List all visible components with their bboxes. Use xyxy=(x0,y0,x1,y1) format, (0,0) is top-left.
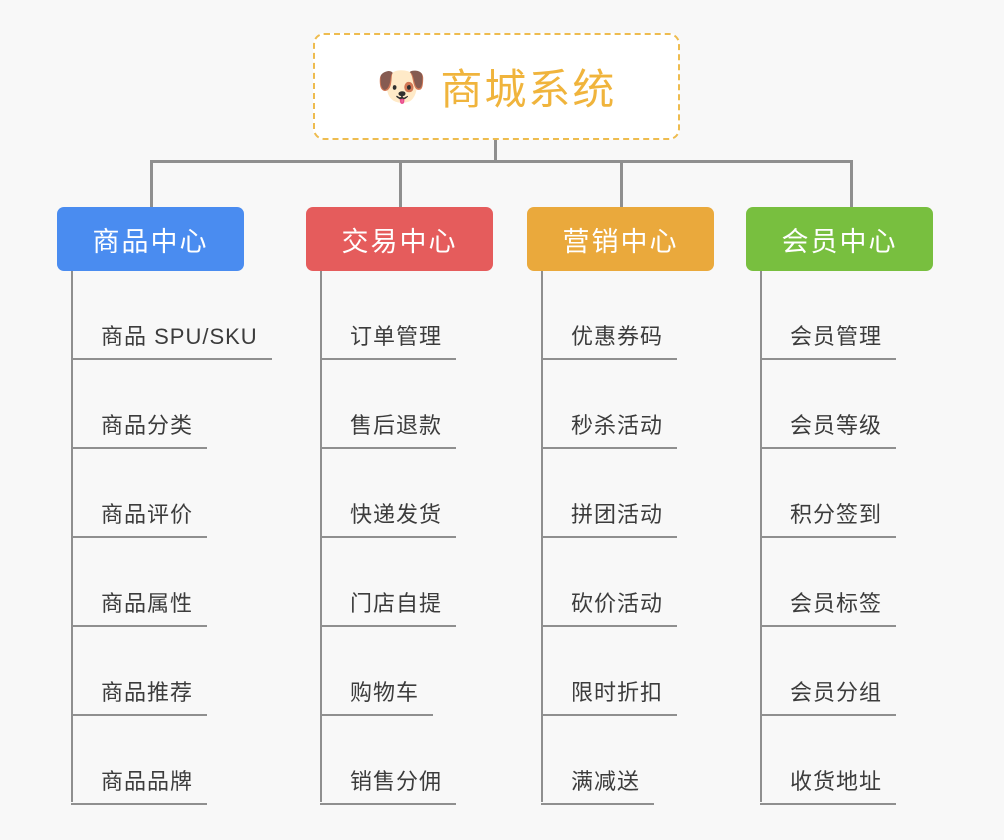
leaf-item[interactable]: 优惠券码 xyxy=(541,271,678,360)
root-title: 商城系统 xyxy=(440,66,617,113)
leaf-underline: 商品属性 xyxy=(71,586,208,627)
leaf-underline: 收货地址 xyxy=(760,764,897,805)
root-stem-line xyxy=(494,140,497,162)
leaf-label: 订单管理 xyxy=(350,324,443,349)
leaf-item[interactable]: 购物车 xyxy=(320,627,434,716)
leaf-label: 会员等级 xyxy=(790,413,883,438)
leaf-underline: 订单管理 xyxy=(320,319,457,360)
leaf-label: 拼团活动 xyxy=(571,502,664,527)
leaf-item[interactable]: 拼团活动 xyxy=(541,449,678,538)
category-label: 会员中心 xyxy=(781,226,898,257)
leaf-underline: 秒杀活动 xyxy=(541,408,678,449)
leaf-underline: 商品 SPU/SKU xyxy=(71,319,272,360)
leaf-underline: 商品分类 xyxy=(71,408,208,449)
leaf-item[interactable]: 订单管理 xyxy=(320,271,457,360)
leaf-label: 售后退款 xyxy=(350,413,443,438)
leaf-label: 限时折扣 xyxy=(571,680,664,705)
leaf-underline: 砍价活动 xyxy=(541,586,678,627)
leaf-label: 砍价活动 xyxy=(571,591,664,616)
leaf-item[interactable]: 快递发货 xyxy=(320,449,457,538)
leaf-label: 商品属性 xyxy=(101,591,194,616)
leaf-item[interactable]: 商品属性 xyxy=(71,538,208,627)
leaf-underline: 商品推荐 xyxy=(71,675,208,716)
leaf-underline: 会员管理 xyxy=(760,319,897,360)
leaf-underline: 会员标签 xyxy=(760,586,897,627)
leaf-underline: 门店自提 xyxy=(320,586,457,627)
leaf-item[interactable]: 会员管理 xyxy=(760,271,897,360)
leaf-item[interactable]: 商品分类 xyxy=(71,360,208,449)
leaf-item[interactable]: 商品品牌 xyxy=(71,716,208,805)
leaf-underline: 积分签到 xyxy=(760,497,897,538)
leaf-label: 商品分类 xyxy=(101,413,194,438)
leaf-item[interactable]: 积分签到 xyxy=(760,449,897,538)
leaf-label: 优惠券码 xyxy=(571,324,664,349)
leaf-item[interactable]: 满减送 xyxy=(541,716,655,805)
category-label: 交易中心 xyxy=(341,226,458,257)
leaf-item[interactable]: 门店自提 xyxy=(320,538,457,627)
leaf-item[interactable]: 会员标签 xyxy=(760,538,897,627)
leaf-label: 门店自提 xyxy=(350,591,443,616)
leaf-item[interactable]: 售后退款 xyxy=(320,360,457,449)
leaf-label: 商品评价 xyxy=(101,502,194,527)
leaf-label: 收货地址 xyxy=(790,769,883,794)
leaf-label: 商品推荐 xyxy=(101,680,194,705)
leaf-label: 购物车 xyxy=(350,680,420,705)
leaf-item[interactable]: 秒杀活动 xyxy=(541,360,678,449)
leaf-underline: 限时折扣 xyxy=(541,675,678,716)
leaf-underline: 会员等级 xyxy=(760,408,897,449)
category-box-商品中心[interactable]: 商品中心 xyxy=(57,207,244,271)
leaf-item[interactable]: 限时折扣 xyxy=(541,627,678,716)
leaf-label: 快递发货 xyxy=(350,502,443,527)
leaf-item[interactable]: 砍价活动 xyxy=(541,538,678,627)
branch-drop-line-1 xyxy=(150,160,153,208)
leaf-underline: 满减送 xyxy=(541,764,655,805)
category-box-营销中心[interactable]: 营销中心 xyxy=(527,207,714,271)
branch-drop-line-2 xyxy=(399,160,402,208)
leaf-underline: 拼团活动 xyxy=(541,497,678,538)
leaf-item[interactable]: 商品推荐 xyxy=(71,627,208,716)
leaf-label: 商品品牌 xyxy=(101,769,194,794)
leaf-label: 积分签到 xyxy=(790,502,883,527)
category-box-交易中心[interactable]: 交易中心 xyxy=(306,207,493,271)
leaf-label: 会员管理 xyxy=(790,324,883,349)
branch-drop-line-4 xyxy=(850,160,853,208)
leaf-underline: 会员分组 xyxy=(760,675,897,716)
leaf-underline: 销售分佣 xyxy=(320,764,457,805)
leaf-underline: 优惠券码 xyxy=(541,319,678,360)
leaf-label: 秒杀活动 xyxy=(571,413,664,438)
leaf-label: 销售分佣 xyxy=(350,769,443,794)
leaf-underline: 购物车 xyxy=(320,675,434,716)
leaf-item[interactable]: 销售分佣 xyxy=(320,716,457,805)
branch-drop-line-3 xyxy=(620,160,623,208)
leaf-underline: 售后退款 xyxy=(320,408,457,449)
leaf-label: 商品 SPU/SKU xyxy=(101,324,258,349)
leaf-item[interactable]: 商品 SPU/SKU xyxy=(71,271,272,360)
leaf-item[interactable]: 商品评价 xyxy=(71,449,208,538)
leaf-label: 满减送 xyxy=(571,769,641,794)
leaf-underline: 快递发货 xyxy=(320,497,457,538)
shiba-dog-face-icon: 🐶 xyxy=(376,64,427,109)
category-label: 商品中心 xyxy=(92,226,209,257)
leaf-label: 会员标签 xyxy=(790,591,883,616)
category-box-会员中心[interactable]: 会员中心 xyxy=(746,207,933,271)
leaf-item[interactable]: 会员等级 xyxy=(760,360,897,449)
leaf-underline: 商品评价 xyxy=(71,497,208,538)
root-node[interactable]: 🐶 商城系统 xyxy=(313,33,680,140)
branch-bus-line xyxy=(150,160,853,163)
category-label: 营销中心 xyxy=(562,226,679,257)
leaf-label: 会员分组 xyxy=(790,680,883,705)
leaf-item[interactable]: 会员分组 xyxy=(760,627,897,716)
leaf-item[interactable]: 收货地址 xyxy=(760,716,897,805)
leaf-underline: 商品品牌 xyxy=(71,764,208,805)
